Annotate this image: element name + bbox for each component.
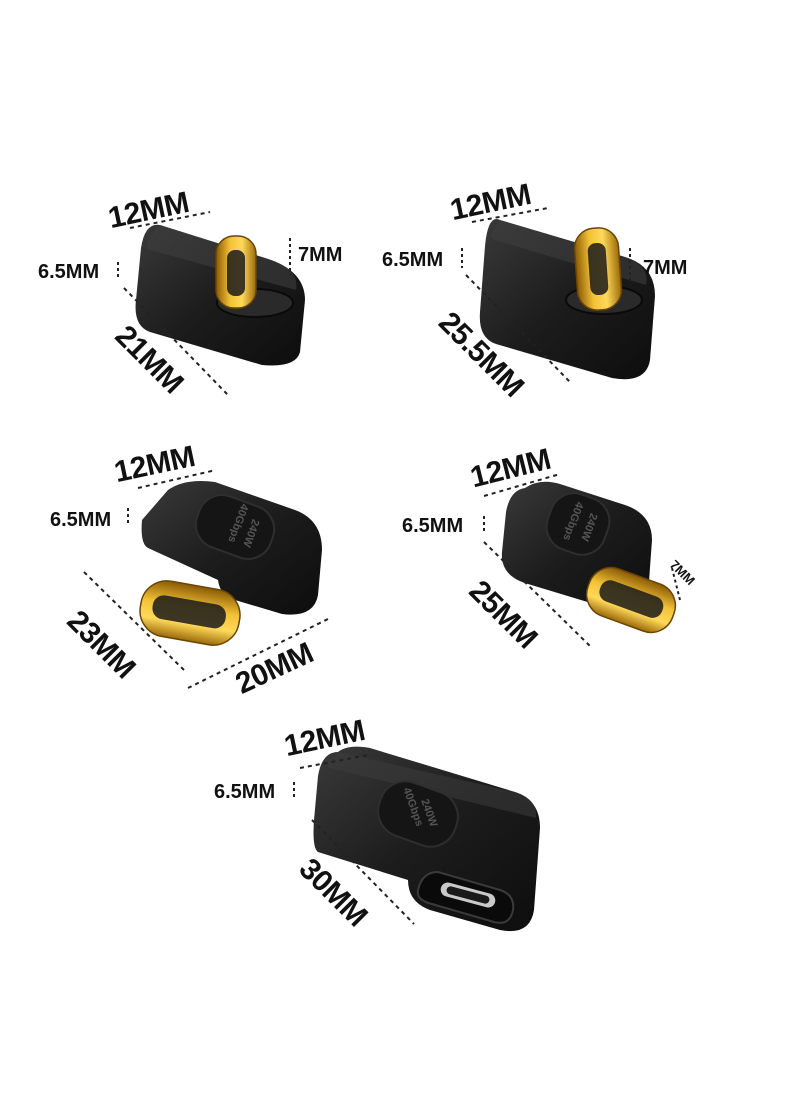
adapter-2-plug [573, 227, 623, 311]
adapter-1-plug [215, 235, 257, 309]
adapter-5-housing: 40Gbps 240W [313, 746, 540, 932]
adapter-3-housing: 40Gbps 240W [141, 481, 322, 615]
adapter-1-thickness-label: 6.5MM [38, 261, 100, 283]
adapter-4-thickness-label: 6.5MM [402, 515, 464, 537]
adapter-3-thickness-label: 6.5MM [50, 509, 112, 531]
adapter-1-plug-label: 7MM [298, 244, 343, 266]
dimension-lines [83, 207, 681, 925]
adapter-2-plug-label: 7MM [643, 257, 688, 279]
adapter-2-thickness-label: 6.5MM [382, 249, 444, 271]
adapter-2-housing [479, 219, 655, 380]
adapter-3-plug [139, 580, 241, 646]
adapter-4-plug [585, 566, 677, 634]
adapter-5-thickness-label: 6.5MM [214, 781, 276, 803]
